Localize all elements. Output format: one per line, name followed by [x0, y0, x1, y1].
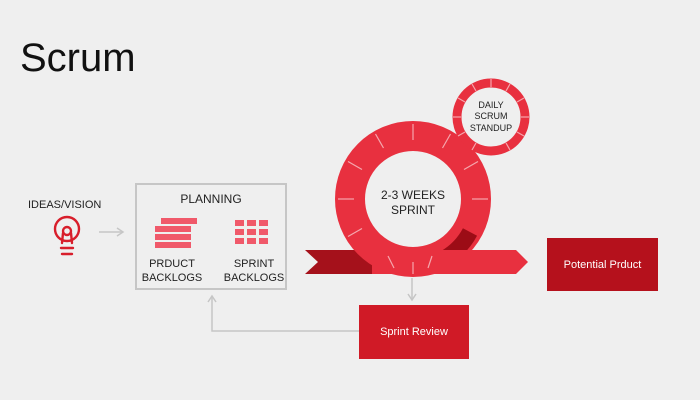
sprint-to-review-arrow — [407, 278, 417, 302]
planning-title: PLANNING — [180, 192, 242, 206]
ideas-to-planning-arrow — [99, 227, 125, 237]
lightbulb-icon — [53, 215, 81, 256]
daily-standup-ring — [452, 78, 530, 156]
flow-arrow-front — [372, 250, 528, 274]
review-to-planning-arrow — [207, 294, 359, 332]
product-backlogs-label: PRDUCT BACKLOGS — [141, 258, 203, 284]
page-title: Scrum — [20, 36, 136, 80]
sprint-backlogs-label: SPRINT BACKLOGS — [223, 258, 285, 284]
daily-standup-label: DAILY SCRUM STANDUP — [469, 100, 513, 133]
sprint-review-box: Sprint Review — [359, 305, 469, 359]
sprint-duration-label: 2-3 WEEKS SPRINT — [380, 188, 446, 217]
planning-box — [135, 183, 287, 290]
product-backlog-icon — [155, 218, 197, 248]
flow-band-back — [305, 250, 372, 274]
sprint-backlog-icon — [235, 220, 268, 244]
ideas-vision-label: IDEAS/VISION — [28, 199, 102, 211]
potential-product-box: Potential Prduct — [547, 238, 658, 291]
